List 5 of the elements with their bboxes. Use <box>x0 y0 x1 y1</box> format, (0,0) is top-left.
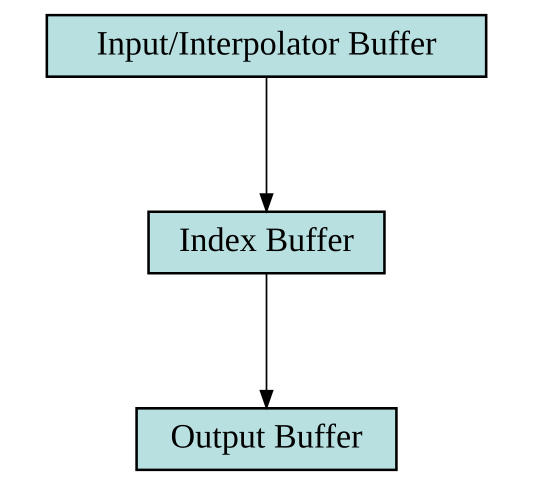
node-box: Index Buffer <box>147 210 386 275</box>
arrow <box>259 274 274 410</box>
node-box: Output Buffer <box>135 407 398 472</box>
node-box: Input/Interpolator Buffer <box>46 14 488 78</box>
arrow <box>259 76 274 214</box>
